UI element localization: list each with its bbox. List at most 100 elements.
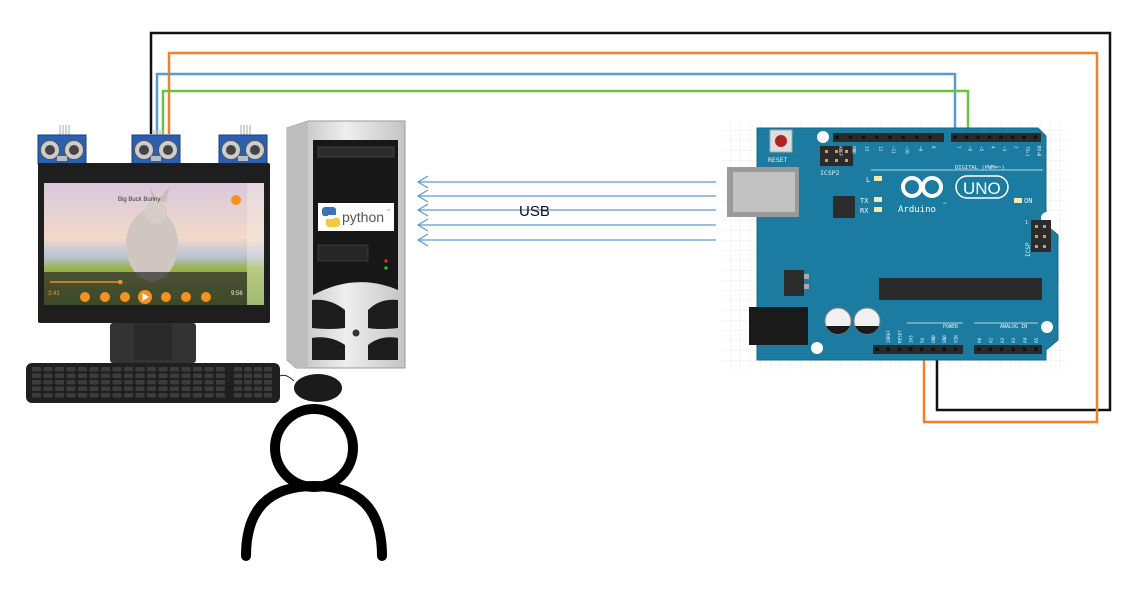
keyboard-key — [124, 386, 133, 391]
usb-chip — [833, 196, 855, 218]
digital-header-low — [951, 133, 1041, 142]
atmega-chip — [879, 278, 1042, 300]
digital-pin-label: ~10 — [904, 146, 910, 154]
digital-pin-label: 8 — [930, 146, 936, 149]
power-header-label: POWER — [943, 324, 959, 330]
keyboard-key — [234, 393, 242, 398]
keyboard-key — [254, 393, 262, 398]
ultrasonic-sensor-center — [131, 130, 181, 165]
keyboard-key — [170, 386, 179, 391]
header-pin — [999, 135, 1003, 139]
power-pin-label: 3V3 — [909, 335, 915, 343]
analog-header-label: ANALOG IN — [1000, 324, 1027, 330]
keyboard-key — [234, 380, 242, 385]
keyboard-key — [112, 380, 122, 385]
header-pin — [1011, 347, 1015, 351]
power-pin-label: IOREF — [886, 330, 892, 343]
keyboard-key — [135, 373, 145, 378]
keyboard-key — [32, 380, 41, 385]
digital-pin-label: 12 — [877, 146, 883, 152]
header-pin — [886, 347, 890, 351]
header-pin — [861, 135, 866, 139]
keyboard-key — [112, 386, 122, 391]
keyboard-key — [124, 367, 133, 372]
keyboard-key — [124, 373, 133, 378]
power-pin-label: 5V — [920, 337, 926, 343]
keyboard-key — [264, 386, 272, 391]
digital-pin-label: ~6 — [967, 146, 973, 152]
hdd-led — [384, 266, 388, 270]
keyboard-key — [193, 367, 202, 372]
power-led — [384, 259, 388, 263]
led-l-label: L — [866, 176, 870, 184]
keyboard-key — [101, 367, 110, 372]
keyboard-key — [78, 367, 87, 372]
keyboard-key — [193, 380, 202, 385]
header-pin — [875, 347, 879, 351]
power-button[interactable] — [352, 329, 360, 337]
keyboard-key — [264, 367, 272, 372]
led-tx-label: TX — [860, 197, 869, 205]
keyboard-key — [66, 386, 76, 391]
seek-handle[interactable] — [118, 279, 123, 285]
usb-connection: USB — [416, 175, 716, 247]
keyboard-key — [216, 380, 225, 385]
wire-black — [149, 31, 1112, 412]
keyboard-key — [204, 380, 214, 385]
analog-pin-label: A0 — [977, 337, 983, 343]
aspect-ratio-icon[interactable] — [201, 292, 211, 302]
led-l — [874, 176, 882, 181]
keyboard-key — [43, 393, 53, 398]
keyboard-key — [135, 386, 145, 391]
digital-pin-label: 4 — [990, 146, 996, 149]
more-icon[interactable] — [181, 292, 191, 302]
header-pin — [976, 135, 980, 139]
power-pin-label: GND — [931, 335, 937, 343]
header-pin — [848, 135, 852, 139]
keyboard-key — [244, 393, 252, 398]
previous-icon[interactable] — [120, 292, 130, 302]
keyboard-key — [170, 373, 179, 378]
header-pin — [835, 135, 839, 139]
icsp2-header — [820, 146, 853, 166]
led-rx — [874, 207, 882, 212]
power-jack — [749, 307, 808, 345]
next-icon[interactable] — [161, 292, 171, 302]
led-on — [1014, 198, 1022, 203]
keyboard-key — [204, 393, 214, 398]
usb-arrowhead-icon — [416, 218, 429, 232]
keyboard-key — [170, 380, 179, 385]
wire-green — [161, 89, 970, 137]
digital-pin-label: TX▸1 — [1024, 146, 1030, 157]
keyboard-key — [101, 380, 110, 385]
power-pin-label: RESET — [897, 330, 903, 343]
usb-arrowhead-icon — [416, 203, 429, 217]
power-pin-label: VIN — [953, 335, 959, 343]
keyboard-key — [193, 386, 202, 391]
cast-icon[interactable] — [231, 195, 241, 205]
usb-arrowhead-icon — [416, 175, 429, 189]
keyboard-key — [66, 373, 76, 378]
subtitles-icon[interactable] — [100, 292, 110, 302]
keyboard-key — [112, 367, 122, 372]
usb-label: USB — [519, 203, 550, 220]
header-pin — [1000, 347, 1004, 351]
header-pin — [1010, 135, 1015, 139]
keyboard-key — [254, 380, 262, 385]
lock-icon[interactable] — [80, 292, 90, 302]
keyboard-key — [43, 367, 53, 372]
keyboard-key — [216, 393, 225, 398]
model-label: UNO — [963, 179, 1001, 198]
header-pin — [928, 135, 932, 139]
keyboard-key — [147, 367, 156, 372]
keyboard-key — [254, 373, 262, 378]
digital-pin-label: ~5 — [978, 146, 984, 152]
wires — [149, 31, 1112, 424]
keyboard-key — [32, 386, 41, 391]
power-header — [873, 345, 963, 354]
header-pin — [920, 347, 924, 351]
keyboard-key — [89, 367, 99, 372]
keyboard-key — [78, 393, 87, 398]
header-pin — [908, 347, 913, 351]
keyboard-key — [78, 380, 87, 385]
